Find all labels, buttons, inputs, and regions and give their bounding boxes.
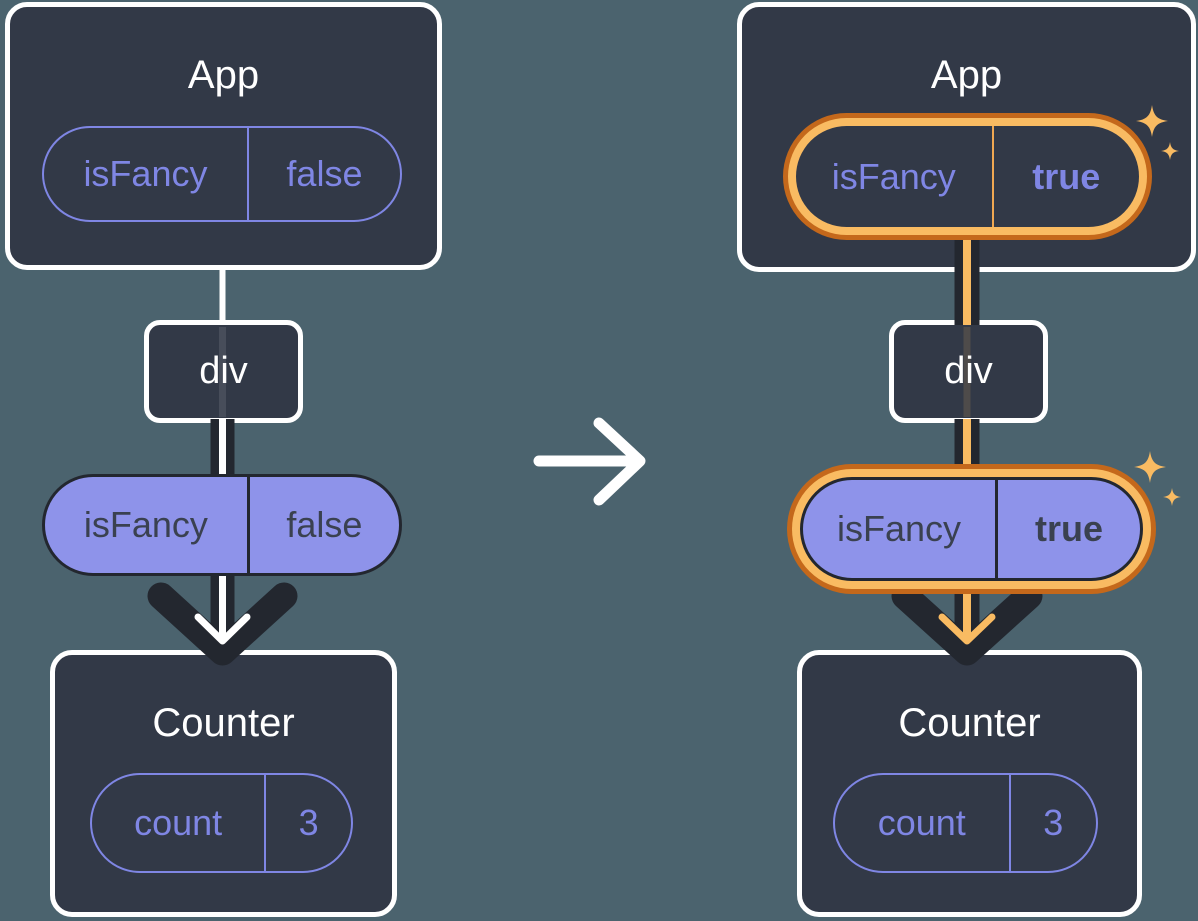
left-counter-state-pill: count 3 xyxy=(90,773,353,873)
right-counter-title: Counter xyxy=(898,701,1041,745)
state-value: false xyxy=(286,153,363,194)
right-passed-prop-pill-highlight: isFancy true xyxy=(787,464,1156,594)
sparkle-icon xyxy=(1134,451,1166,483)
prop-value: true xyxy=(1035,508,1104,549)
right-app-state-pill-highlight: isFancy true xyxy=(783,113,1152,240)
state-name: count xyxy=(92,775,267,871)
right-div-label: div xyxy=(944,350,993,392)
state-value: 3 xyxy=(298,802,319,843)
left-app-title: App xyxy=(187,53,260,97)
state-name: isFancy xyxy=(796,126,994,227)
highlight-ring-inner: isFancy true xyxy=(792,469,1151,589)
sparkle-icon xyxy=(1163,488,1181,506)
left-arrow-prop-to-counter xyxy=(147,570,298,666)
state-value: 3 xyxy=(1043,802,1064,843)
state-name: count xyxy=(835,775,1011,871)
transition-arrow-icon xyxy=(533,417,646,506)
right-passed-prop-pill: isFancy true xyxy=(800,477,1143,581)
left-app-state-pill: isFancy false xyxy=(42,126,402,222)
left-div-box xyxy=(144,320,303,423)
right-app-title: App xyxy=(930,53,1003,97)
prop-name: isFancy xyxy=(803,480,999,578)
prop-name: isFancy xyxy=(45,477,250,573)
left-div-label: div xyxy=(199,350,248,392)
highlight-ring-inner: isFancy true xyxy=(788,118,1147,235)
left-passed-prop-pill: isFancy false xyxy=(42,474,402,576)
prop-value: false xyxy=(286,504,363,545)
left-counter-title: Counter xyxy=(152,701,295,745)
right-app-state-pill: isFancy true xyxy=(796,126,1139,227)
right-counter-state-pill: count 3 xyxy=(833,773,1098,873)
state-value: true xyxy=(1032,155,1101,197)
state-name: isFancy xyxy=(44,128,249,220)
